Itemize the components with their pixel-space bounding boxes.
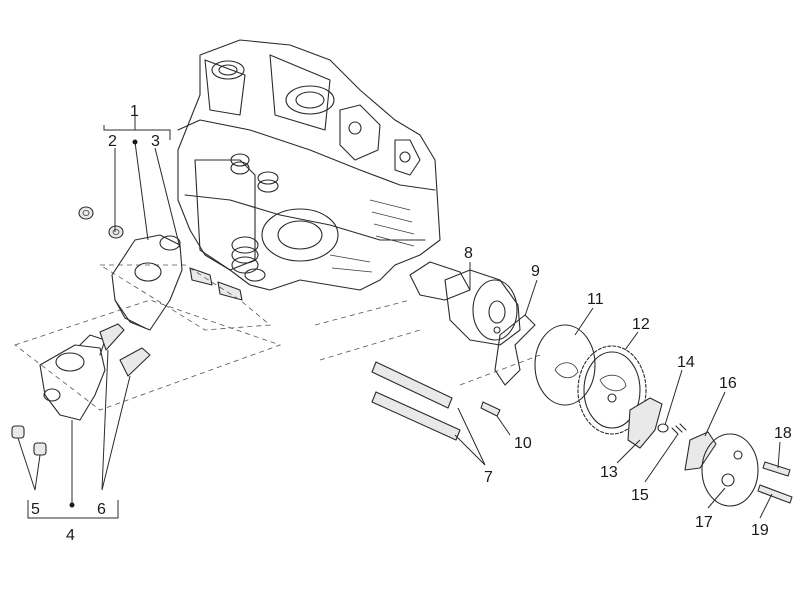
- counterweight: [684, 431, 717, 471]
- callout-19: 19: [751, 522, 769, 539]
- caps: [11, 425, 47, 456]
- callout-4: 4: [66, 527, 75, 544]
- bolt-10: [480, 401, 501, 417]
- junction-dot-4: [69, 502, 75, 508]
- callout-6: 6: [97, 501, 106, 518]
- dowel-pins: [371, 361, 461, 441]
- callout-17: 17: [695, 514, 713, 531]
- callout-3: 3: [151, 133, 160, 150]
- decompressor-lever: [627, 397, 663, 449]
- tone-wheel: [534, 324, 596, 406]
- callout-13: 13: [600, 464, 618, 481]
- valve-springs: [230, 153, 279, 282]
- retaining-plate: [494, 314, 536, 386]
- rocker-arm-upper: [111, 234, 183, 331]
- cylinder-head: [177, 39, 441, 301]
- callout-11: 11: [587, 291, 604, 308]
- callout-14: 14: [677, 354, 695, 371]
- leader-lines: [17, 115, 781, 519]
- valve-pins: [189, 267, 243, 301]
- callout-18: 18: [774, 425, 792, 442]
- junction-dot-1: [132, 139, 138, 145]
- callout-12: 12: [632, 316, 650, 333]
- callout-1: 1: [130, 103, 139, 120]
- cover-plate: [701, 433, 759, 507]
- callout-labels: 1 2 3 4 5 6 7 8 9 10 11 12 13 14 15 16 1…: [31, 103, 792, 544]
- decompressor-spring: [657, 423, 687, 435]
- callout-2: 2: [108, 133, 117, 150]
- callout-8: 8: [464, 245, 473, 262]
- adjusting-screws: [99, 323, 151, 377]
- callout-10: 10: [514, 435, 532, 452]
- callout-5: 5: [31, 501, 40, 518]
- rocker-arm-lower: [39, 334, 106, 421]
- assembly-guide-lines: [14, 264, 541, 411]
- nuts: [78, 206, 124, 239]
- bolts-18-19: [757, 461, 793, 504]
- callout-16: 16: [719, 375, 737, 392]
- cam-sprocket: [577, 345, 647, 435]
- callout-15: 15: [631, 487, 649, 504]
- callout-9: 9: [531, 263, 540, 280]
- callout-7: 7: [484, 469, 493, 486]
